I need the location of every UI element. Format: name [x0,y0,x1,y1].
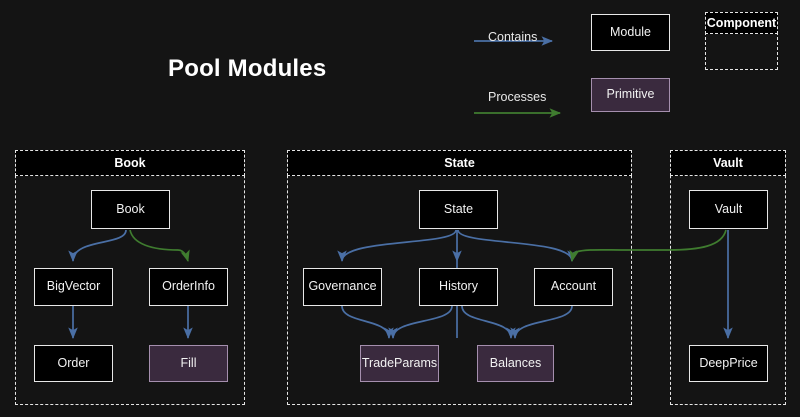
legend-processes-label: Processes [488,90,547,104]
node-book[interactable]: Book [91,190,170,229]
legend-contains-label: Contains [488,30,538,44]
node-fill[interactable]: Fill [149,345,228,382]
page-title: Pool Modules [168,55,327,82]
node-state[interactable]: State [419,190,498,229]
node-tradeparams[interactable]: TradeParams [360,345,439,382]
node-balances[interactable]: Balances [477,345,554,382]
legend-component-label: Component [705,12,778,34]
node-bigvector[interactable]: BigVector [34,268,113,306]
legend-module-box: Module [591,14,670,51]
node-account[interactable]: Account [534,268,613,306]
legend-primitive-box: Primitive [591,78,670,112]
node-deepprice[interactable]: DeepPrice [689,345,768,382]
node-governance[interactable]: Governance [303,268,382,306]
component-group-state-label: State [287,150,632,176]
node-orderinfo[interactable]: OrderInfo [149,268,228,306]
node-vault[interactable]: Vault [689,190,768,229]
node-history[interactable]: History [419,268,498,306]
component-group-vault-label: Vault [670,150,786,176]
node-order[interactable]: Order [34,345,113,382]
component-group-book-label: Book [15,150,245,176]
